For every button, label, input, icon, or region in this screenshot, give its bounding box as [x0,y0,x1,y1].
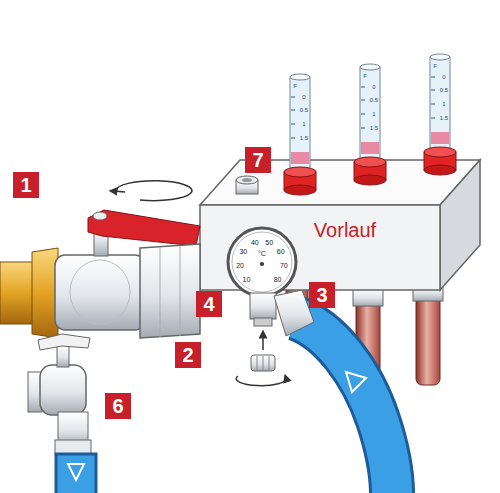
scale-mark: 1 [372,111,375,117]
dial-number: 70 [280,262,288,269]
scale-tick [361,128,365,129]
flowmeter-top [360,64,380,70]
scale-mark: 0.5 [370,97,378,103]
scale-mark: 1.5 [440,115,448,121]
flowmeter-cap-bottom [284,185,316,195]
scale-tick [291,110,295,111]
flowmeter-tube [290,77,310,174]
callout-number: 1 [13,172,39,198]
scale-mark: F [293,83,297,89]
flowmeter-liquid [291,152,309,164]
flowmeter-cap-top [284,167,316,177]
scale-tick [431,77,435,78]
scale-tick [361,87,365,88]
callout-number: 6 [105,393,131,419]
scale-mark: 1 [442,101,445,107]
scale-mark: 0 [372,84,375,90]
scale-mark: 1.5 [300,135,308,141]
flowmeter-cap-bottom [424,165,456,175]
scale-tick [291,124,295,125]
flowmeter-liquid [361,142,379,154]
scale-mark: 0 [442,74,445,80]
flowmeter-liquid [431,132,449,144]
scale-tick [361,114,365,115]
scale-mark: 1 [302,121,305,127]
dial-unit: °C [258,250,266,257]
scale-mark: 1.5 [370,125,378,131]
scale-tick [291,97,295,98]
flowmeter-top [430,54,450,60]
flowmeter-cap-top [424,147,456,157]
flowmeter-cap-bottom [354,175,386,185]
dial-number: 20 [236,262,244,269]
dial-number: 50 [265,239,273,246]
scale-mark: F [433,63,437,69]
scale-tick [431,118,435,119]
dial-number: 10 [243,275,251,282]
scale-tick [291,138,295,139]
dial-number: 60 [277,248,285,255]
scale-mark: F [363,73,367,79]
callout-number: 2 [175,342,201,368]
callout-number: 3 [309,282,335,308]
callout-number: 7 [245,147,271,173]
scale-mark: 0 [302,94,305,100]
flowmeter-cap-top [354,157,386,167]
dial-number: 40 [251,239,259,246]
scale-tick [431,104,435,105]
scale-tick [431,90,435,91]
manifold-label: Vorlauf [314,220,376,240]
dial-number: 80 [274,275,282,282]
dial-number: 30 [239,248,247,255]
callout-number: 4 [196,291,222,317]
scale-tick [361,100,365,101]
scale-mark: 0.5 [300,107,308,113]
flowmeter-top [290,74,310,80]
flowmeter-tube [430,57,450,154]
scale-mark: 0.5 [440,87,448,93]
flowmeter-tube [360,67,380,164]
